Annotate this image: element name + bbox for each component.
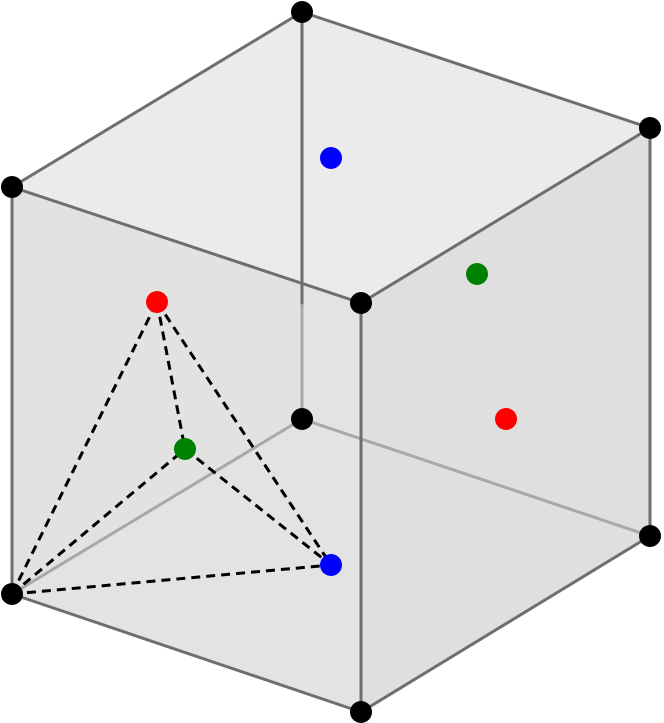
edge-bottom-left bbox=[10, 592, 363, 714]
vertex-top-right bbox=[639, 117, 661, 139]
left-inner-face-center-point bbox=[174, 438, 196, 460]
vertex-bottom-front bbox=[350, 701, 372, 723]
edge-top-front-right bbox=[359, 126, 652, 305]
vertex-bottom-right bbox=[639, 525, 661, 547]
edge-bottom-right bbox=[359, 534, 652, 714]
vertex-top-left bbox=[1, 176, 23, 198]
tetra-edge-vertex-red bbox=[10, 301, 159, 595]
right-back-face-center-point bbox=[466, 263, 488, 285]
left-back-face-center-point bbox=[146, 291, 168, 313]
vertex-top-front bbox=[350, 292, 372, 314]
tetra-edge-red-blue bbox=[155, 301, 333, 566]
tetrahedron-edges bbox=[10, 301, 333, 596]
face-center-points bbox=[146, 147, 517, 576]
edge-top-back-left bbox=[10, 10, 304, 189]
cube-faces bbox=[12, 12, 650, 712]
tetra-edge-vertex-green bbox=[11, 447, 186, 596]
vertex-top-back bbox=[291, 1, 313, 23]
visible-edges bbox=[10, 10, 652, 714]
tetra-edge-green-blue bbox=[184, 447, 332, 567]
vertex-bottom-back bbox=[291, 408, 313, 430]
bottom-face-center-point bbox=[320, 554, 342, 576]
right-front-face-center-point bbox=[495, 408, 517, 430]
top-face-center-point bbox=[320, 147, 342, 169]
edge-top-back-right bbox=[300, 10, 652, 130]
hidden-edge-left bbox=[11, 417, 303, 596]
tetra-edge-red-green bbox=[155, 301, 187, 450]
vertex-bottom-left bbox=[1, 583, 23, 605]
tetra-edge-vertex-blue bbox=[11, 563, 332, 596]
